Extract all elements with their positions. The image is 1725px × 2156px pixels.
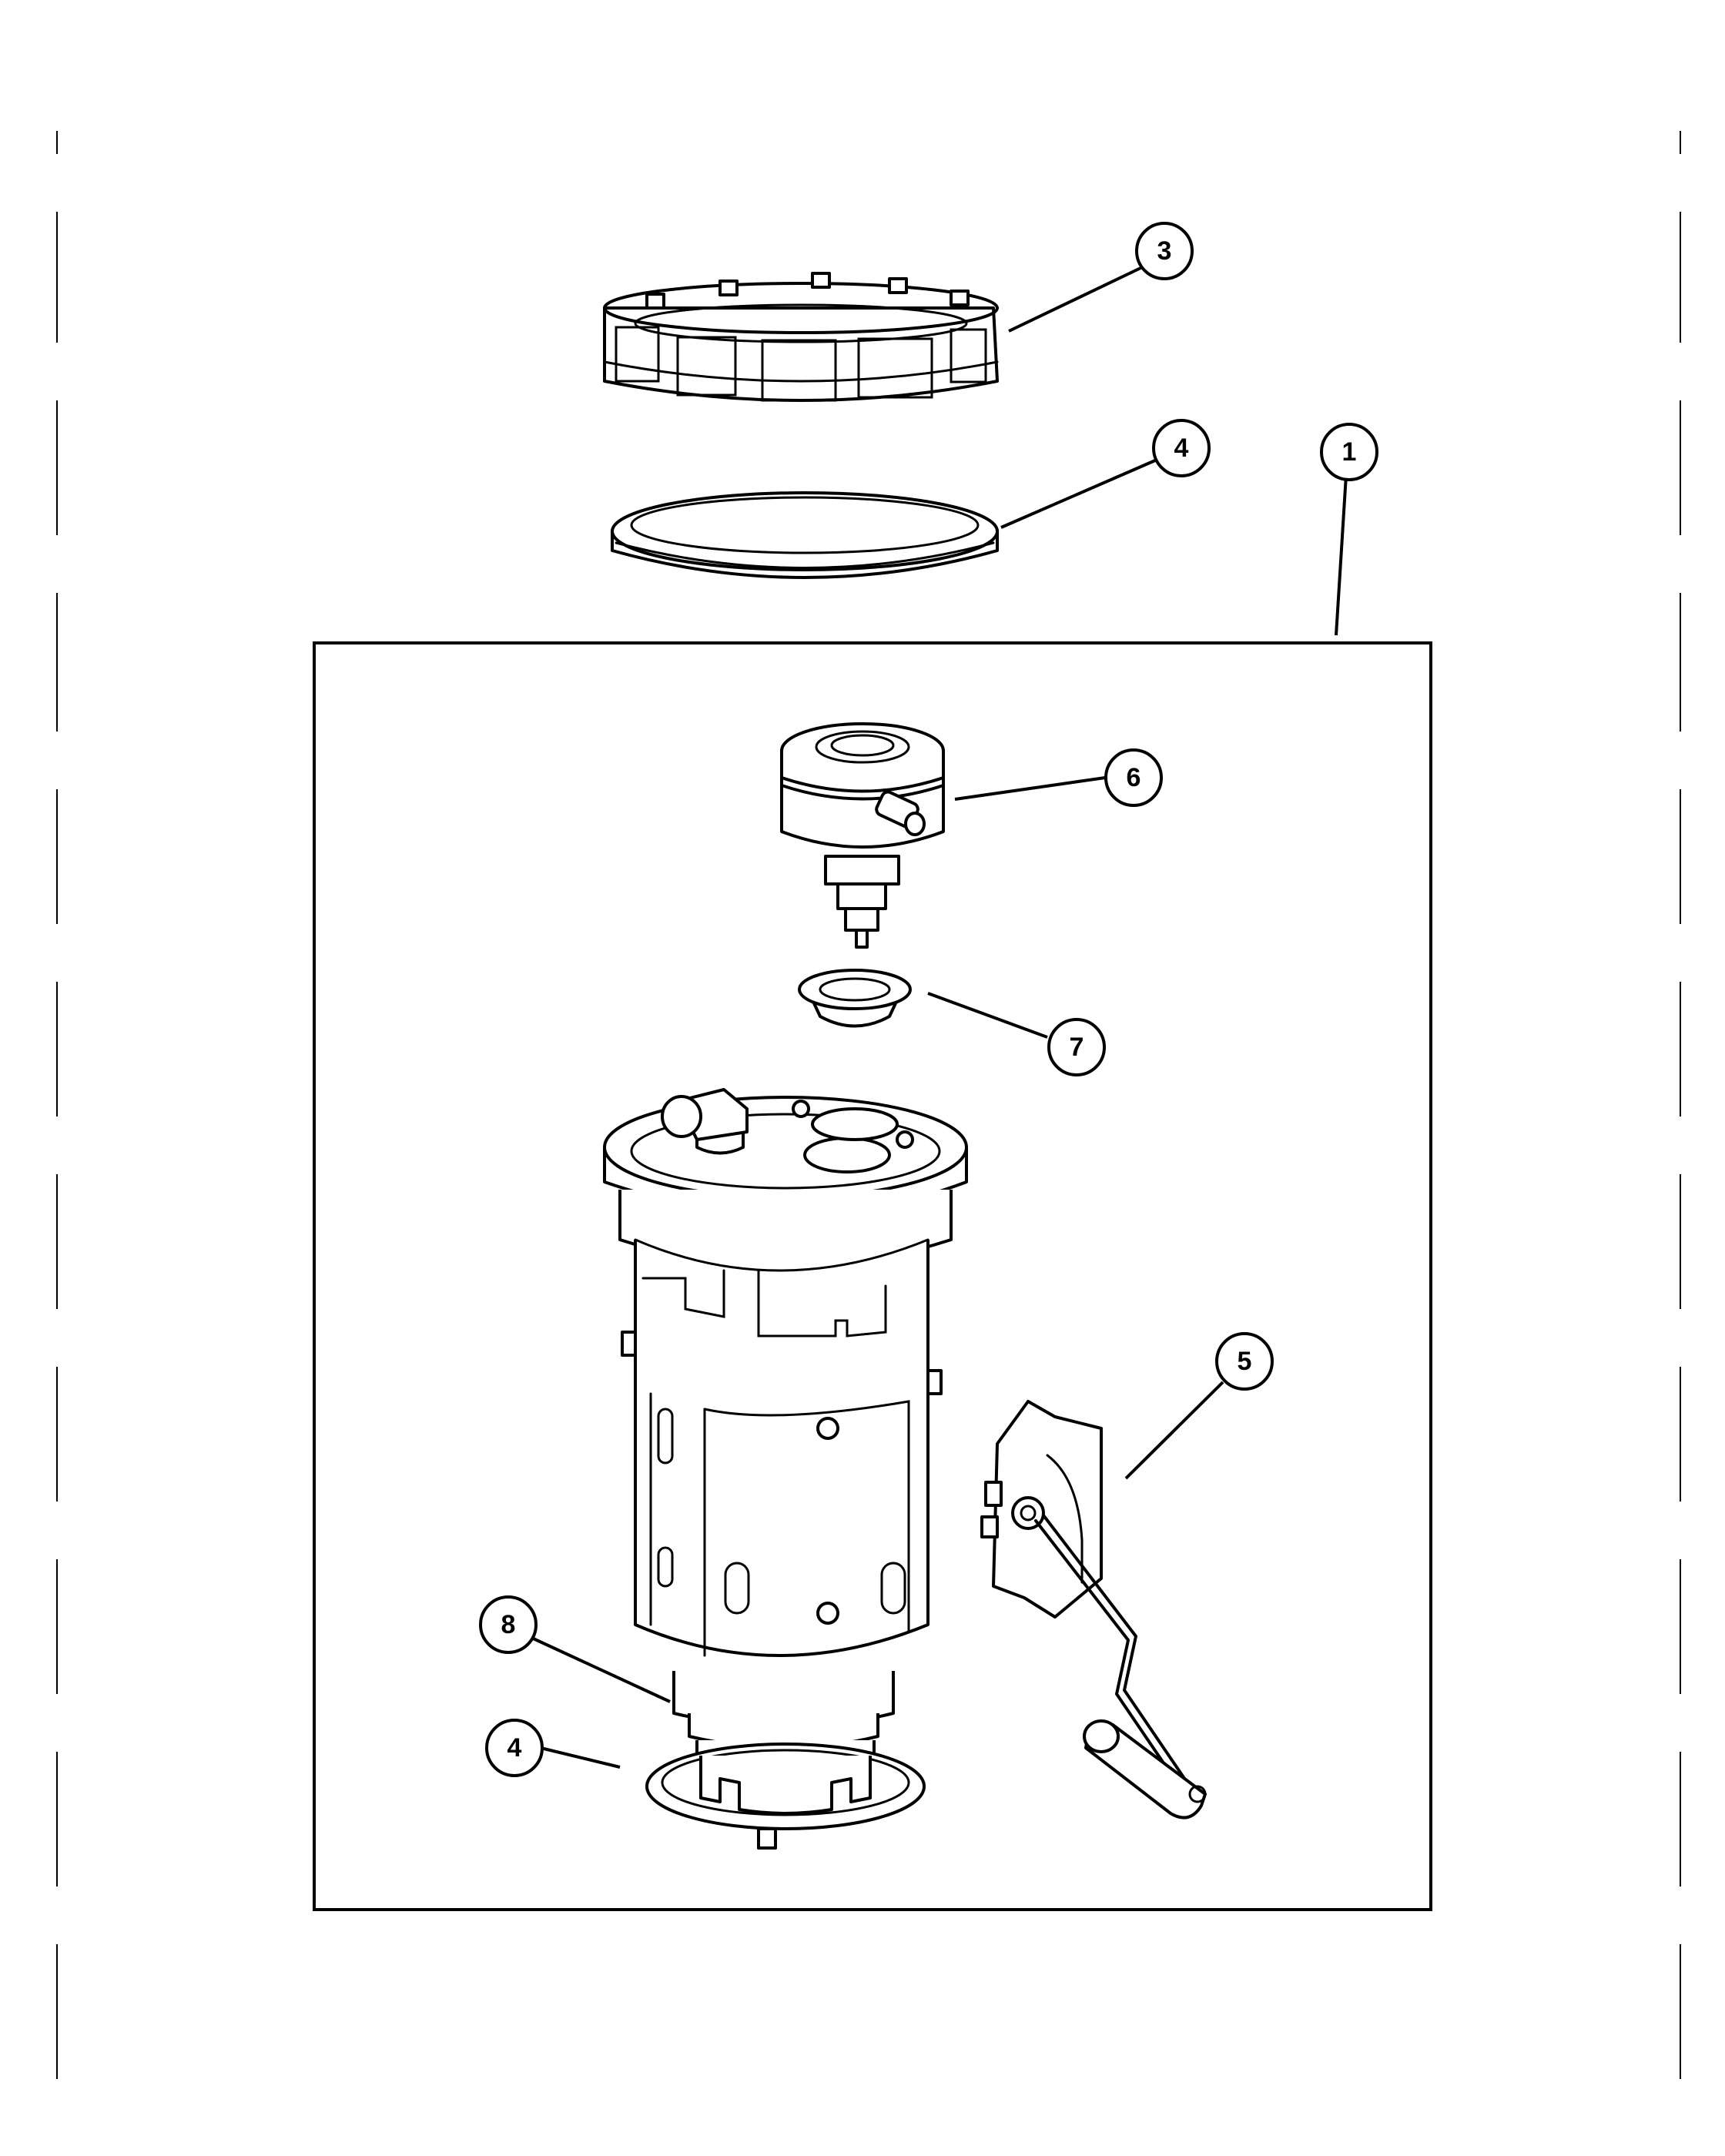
callout-1-label: 1 bbox=[1342, 437, 1357, 467]
callout-5: 5 bbox=[1215, 1332, 1274, 1391]
callout-4-bottom-label: 4 bbox=[507, 1733, 522, 1763]
seal-top-part bbox=[611, 491, 999, 579]
callout-6: 6 bbox=[1104, 748, 1163, 807]
level-sender-part bbox=[980, 1400, 1207, 1820]
callout-3: 3 bbox=[1135, 222, 1194, 280]
callout-4-bottom: 4 bbox=[485, 1719, 544, 1777]
callout-7-label: 7 bbox=[1070, 1033, 1084, 1062]
callout-1: 1 bbox=[1320, 423, 1378, 481]
callout-3-label: 3 bbox=[1157, 236, 1172, 266]
grommet-part bbox=[798, 969, 912, 1028]
callout-5-label: 5 bbox=[1238, 1347, 1252, 1376]
leader-lines bbox=[528, 260, 1348, 1769]
callout-6-label: 6 bbox=[1127, 763, 1141, 792]
callout-7: 7 bbox=[1047, 1018, 1106, 1076]
callout-4-top-label: 4 bbox=[1174, 434, 1189, 463]
pressure-regulator-part bbox=[780, 722, 945, 949]
assembly-frame bbox=[313, 641, 1432, 1911]
callout-4-top: 4 bbox=[1152, 419, 1211, 477]
fuel-pump-module-body bbox=[603, 1088, 968, 1850]
callout-8-label: 8 bbox=[501, 1610, 516, 1639]
page-edge-marks bbox=[56, 131, 1681, 2079]
callout-8: 8 bbox=[479, 1595, 538, 1654]
lock-ring-part bbox=[603, 272, 999, 402]
